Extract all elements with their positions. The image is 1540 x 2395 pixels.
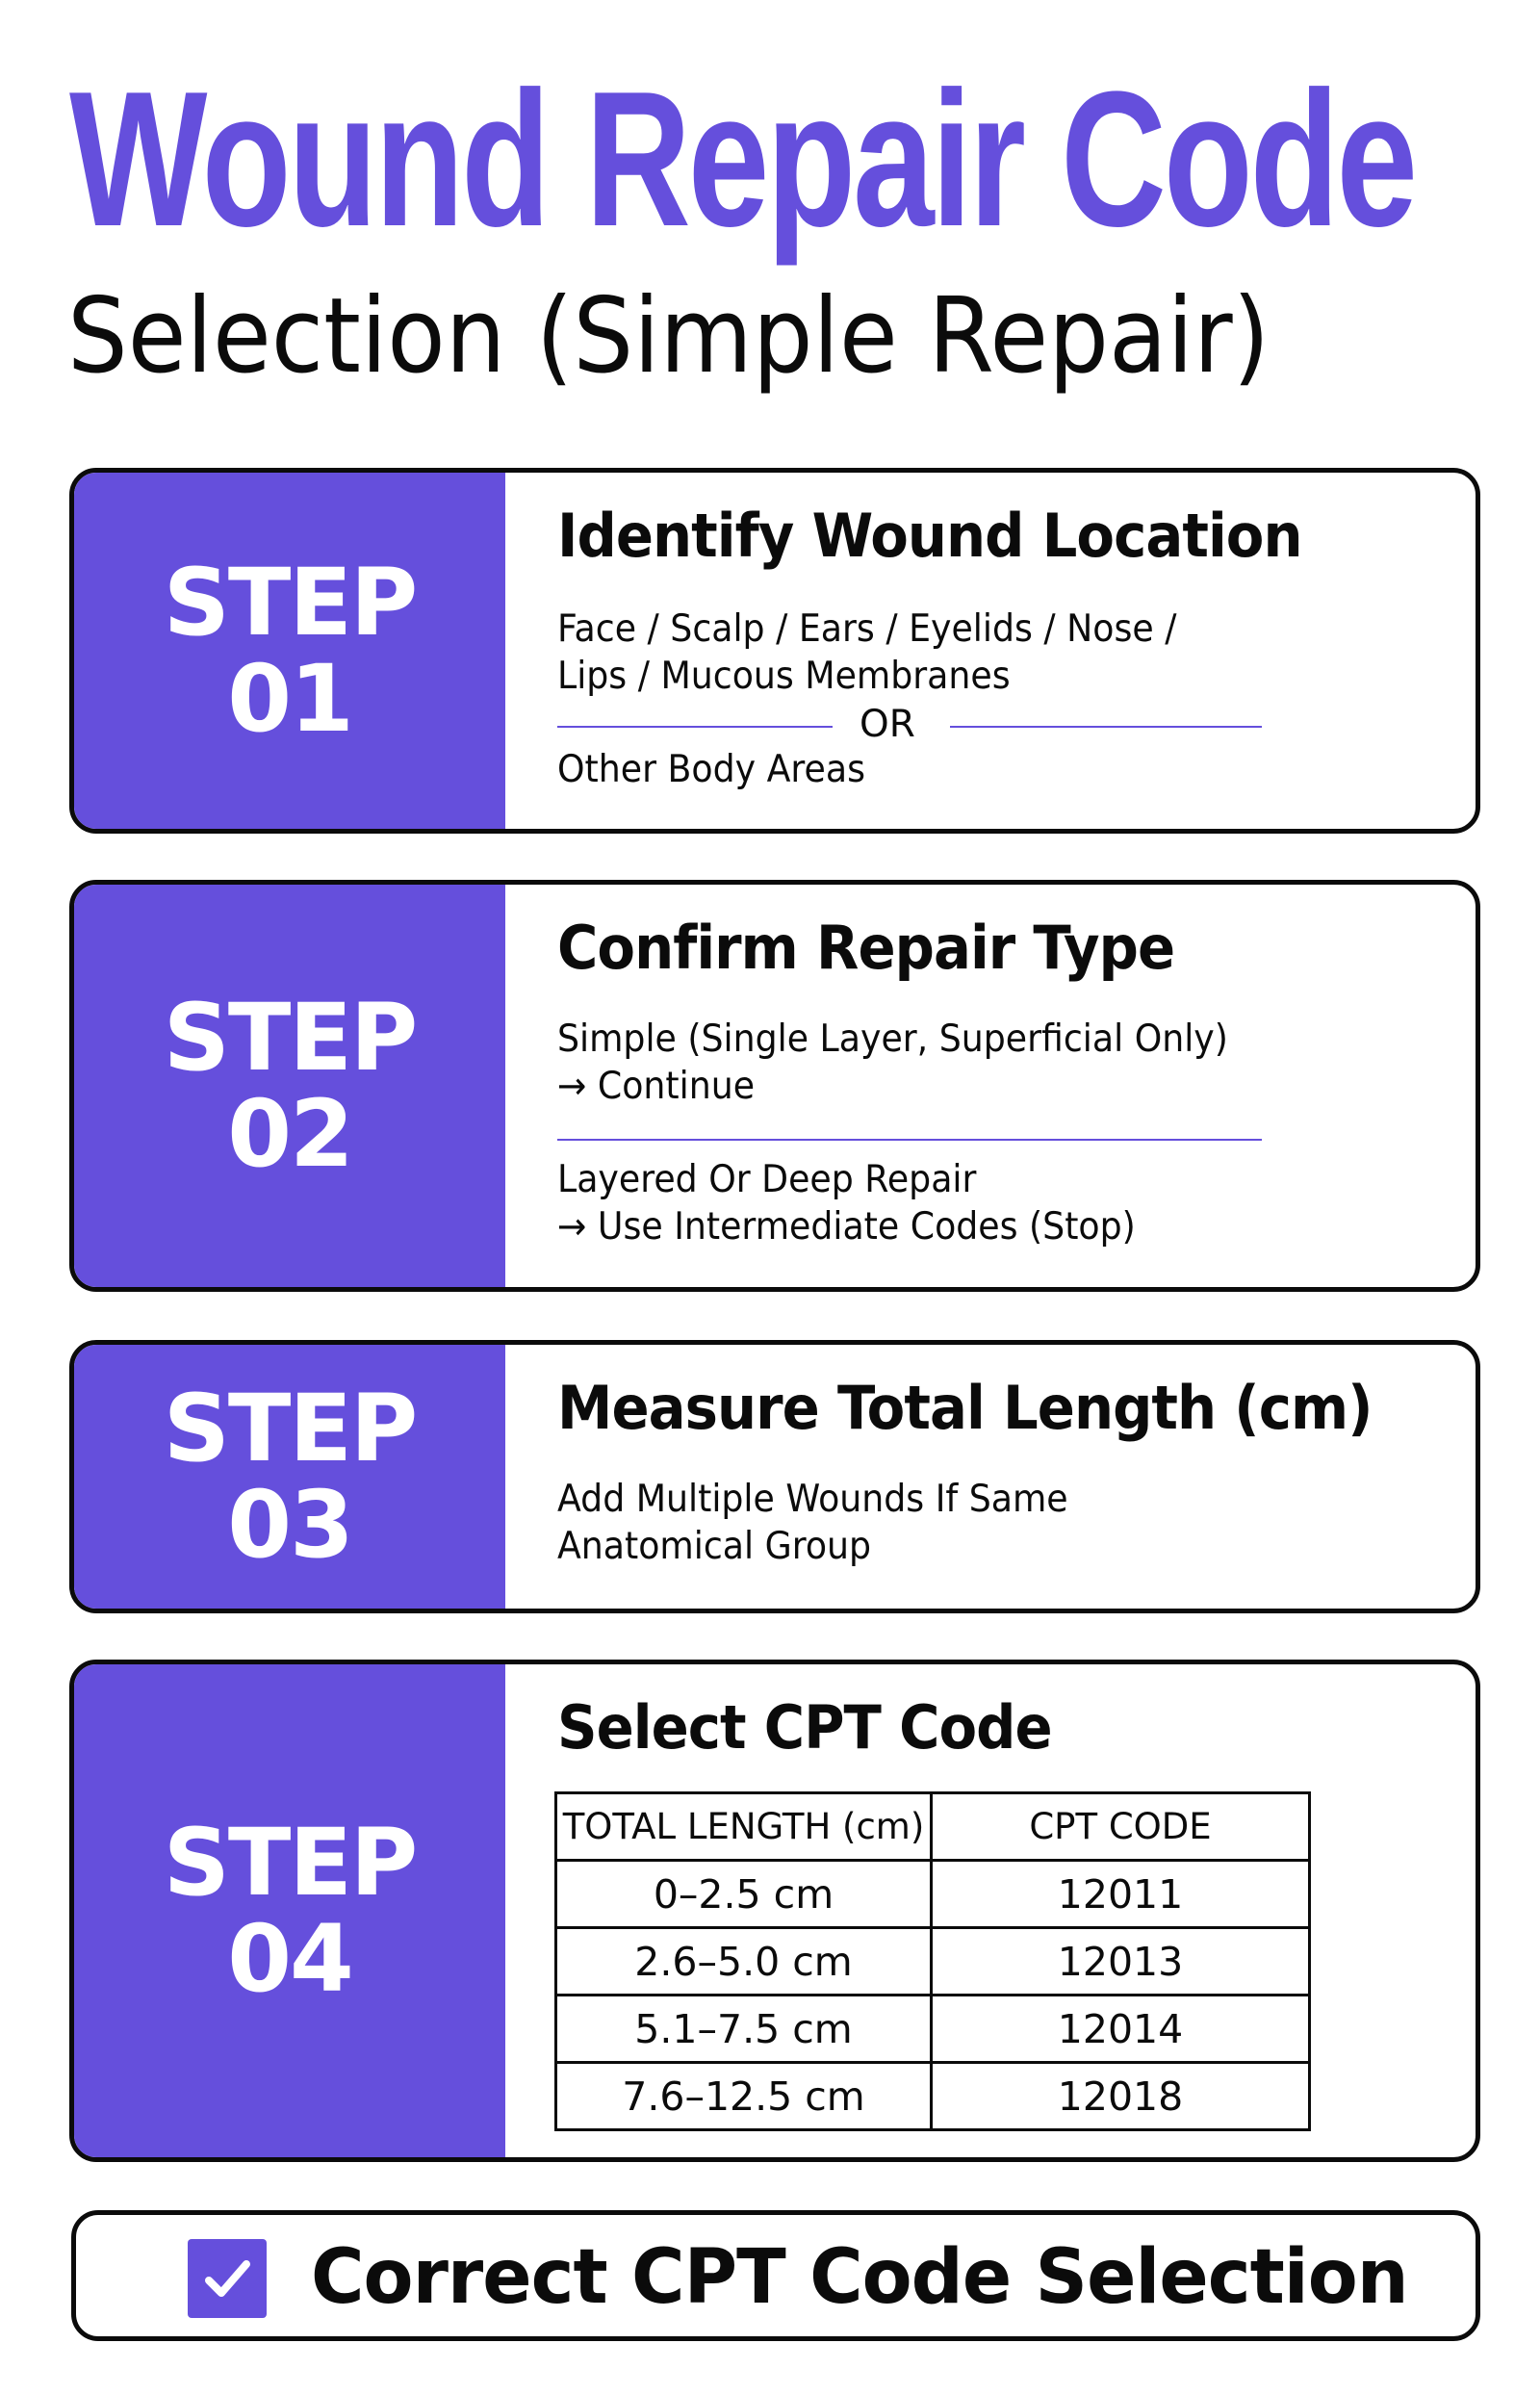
step-card-01: STEP 01 Identify Wound Location Face / S…: [69, 468, 1480, 834]
page-title: Wound Repair Code: [69, 52, 1418, 267]
location-line-3: Other Body Areas: [557, 748, 865, 791]
step-heading: Measure Total Length (cm): [557, 1373, 1373, 1443]
code-cell: 12011: [930, 1859, 1311, 1929]
step-number: 03: [227, 1471, 354, 1579]
final-result-box: Correct CPT Code Selection: [71, 2210, 1480, 2341]
location-line-1: Face / Scalp / Ears / Eyelids / Nose /: [557, 607, 1177, 651]
length-cell: 2.6–5.0 cm: [554, 1926, 933, 1996]
step-badge-03: STEP 03: [74, 1345, 505, 1609]
length-cell: 0–2.5 cm: [554, 1859, 933, 1929]
column-header-length: TOTAL LENGTH (cm): [554, 1791, 933, 1862]
checkbox-checked-icon: [188, 2239, 267, 2318]
code-cell: 12018: [930, 2061, 1311, 2131]
step-number: 02: [227, 1080, 354, 1188]
step-heading: Identify Wound Location: [557, 501, 1303, 571]
repair-type-line-4: → Use Intermediate Codes (Stop): [557, 1205, 1136, 1249]
or-divider-right: [950, 726, 1262, 728]
table-row: 2.6–5.0 cm 12013: [554, 1926, 1311, 1996]
or-divider-left: [557, 726, 833, 728]
step-label: STEP: [163, 984, 419, 1092]
step-badge-01: STEP 01: [74, 473, 505, 829]
step-heading: Confirm Repair Type: [557, 913, 1175, 983]
step-number: 04: [227, 1905, 354, 2013]
step-card-03: STEP 03 Measure Total Length (cm) Add Mu…: [69, 1340, 1480, 1613]
length-cell: 5.1–7.5 cm: [554, 1994, 933, 2064]
length-cell: 7.6–12.5 cm: [554, 2061, 933, 2131]
page-subtitle: Selection (Simple Repair): [67, 276, 1270, 397]
table-row: 5.1–7.5 cm 12014: [554, 1994, 1311, 2064]
final-result-label: Correct CPT Code Selection: [311, 2234, 1409, 2321]
repair-type-line-3: Layered Or Deep Repair: [557, 1158, 977, 1201]
code-cell: 12014: [930, 1994, 1311, 2064]
step-card-02: STEP 02 Confirm Repair Type Simple (Sing…: [69, 880, 1480, 1292]
location-line-2: Lips / Mucous Membranes: [557, 655, 1011, 698]
table-row: 0–2.5 cm 12011: [554, 1859, 1311, 1929]
step-label: STEP: [163, 549, 419, 657]
length-line-1: Add Multiple Wounds If Same: [557, 1478, 1068, 1521]
repair-type-line-2: → Continue: [557, 1065, 756, 1108]
step-badge-02: STEP 02: [74, 885, 505, 1287]
column-header-code: CPT CODE: [930, 1791, 1311, 1862]
table-header-row: TOTAL LENGTH (cm) CPT CODE: [554, 1791, 1311, 1862]
code-cell: 12013: [930, 1926, 1311, 1996]
cpt-code-table: TOTAL LENGTH (cm) CPT CODE 0–2.5 cm 1201…: [554, 1791, 1311, 2131]
table-row: 7.6–12.5 cm 12018: [554, 2061, 1311, 2131]
step-badge-04: STEP 04: [74, 1664, 505, 2157]
step-label: STEP: [163, 1375, 419, 1482]
repair-type-divider: [557, 1139, 1262, 1141]
length-line-2: Anatomical Group: [557, 1525, 872, 1568]
or-divider-label: OR: [860, 703, 915, 746]
step-number: 01: [227, 645, 354, 753]
step-label: STEP: [163, 1809, 419, 1917]
repair-type-line-1: Simple (Single Layer, Superficial Only): [557, 1017, 1228, 1061]
step-heading: Select CPT Code: [557, 1692, 1053, 1763]
